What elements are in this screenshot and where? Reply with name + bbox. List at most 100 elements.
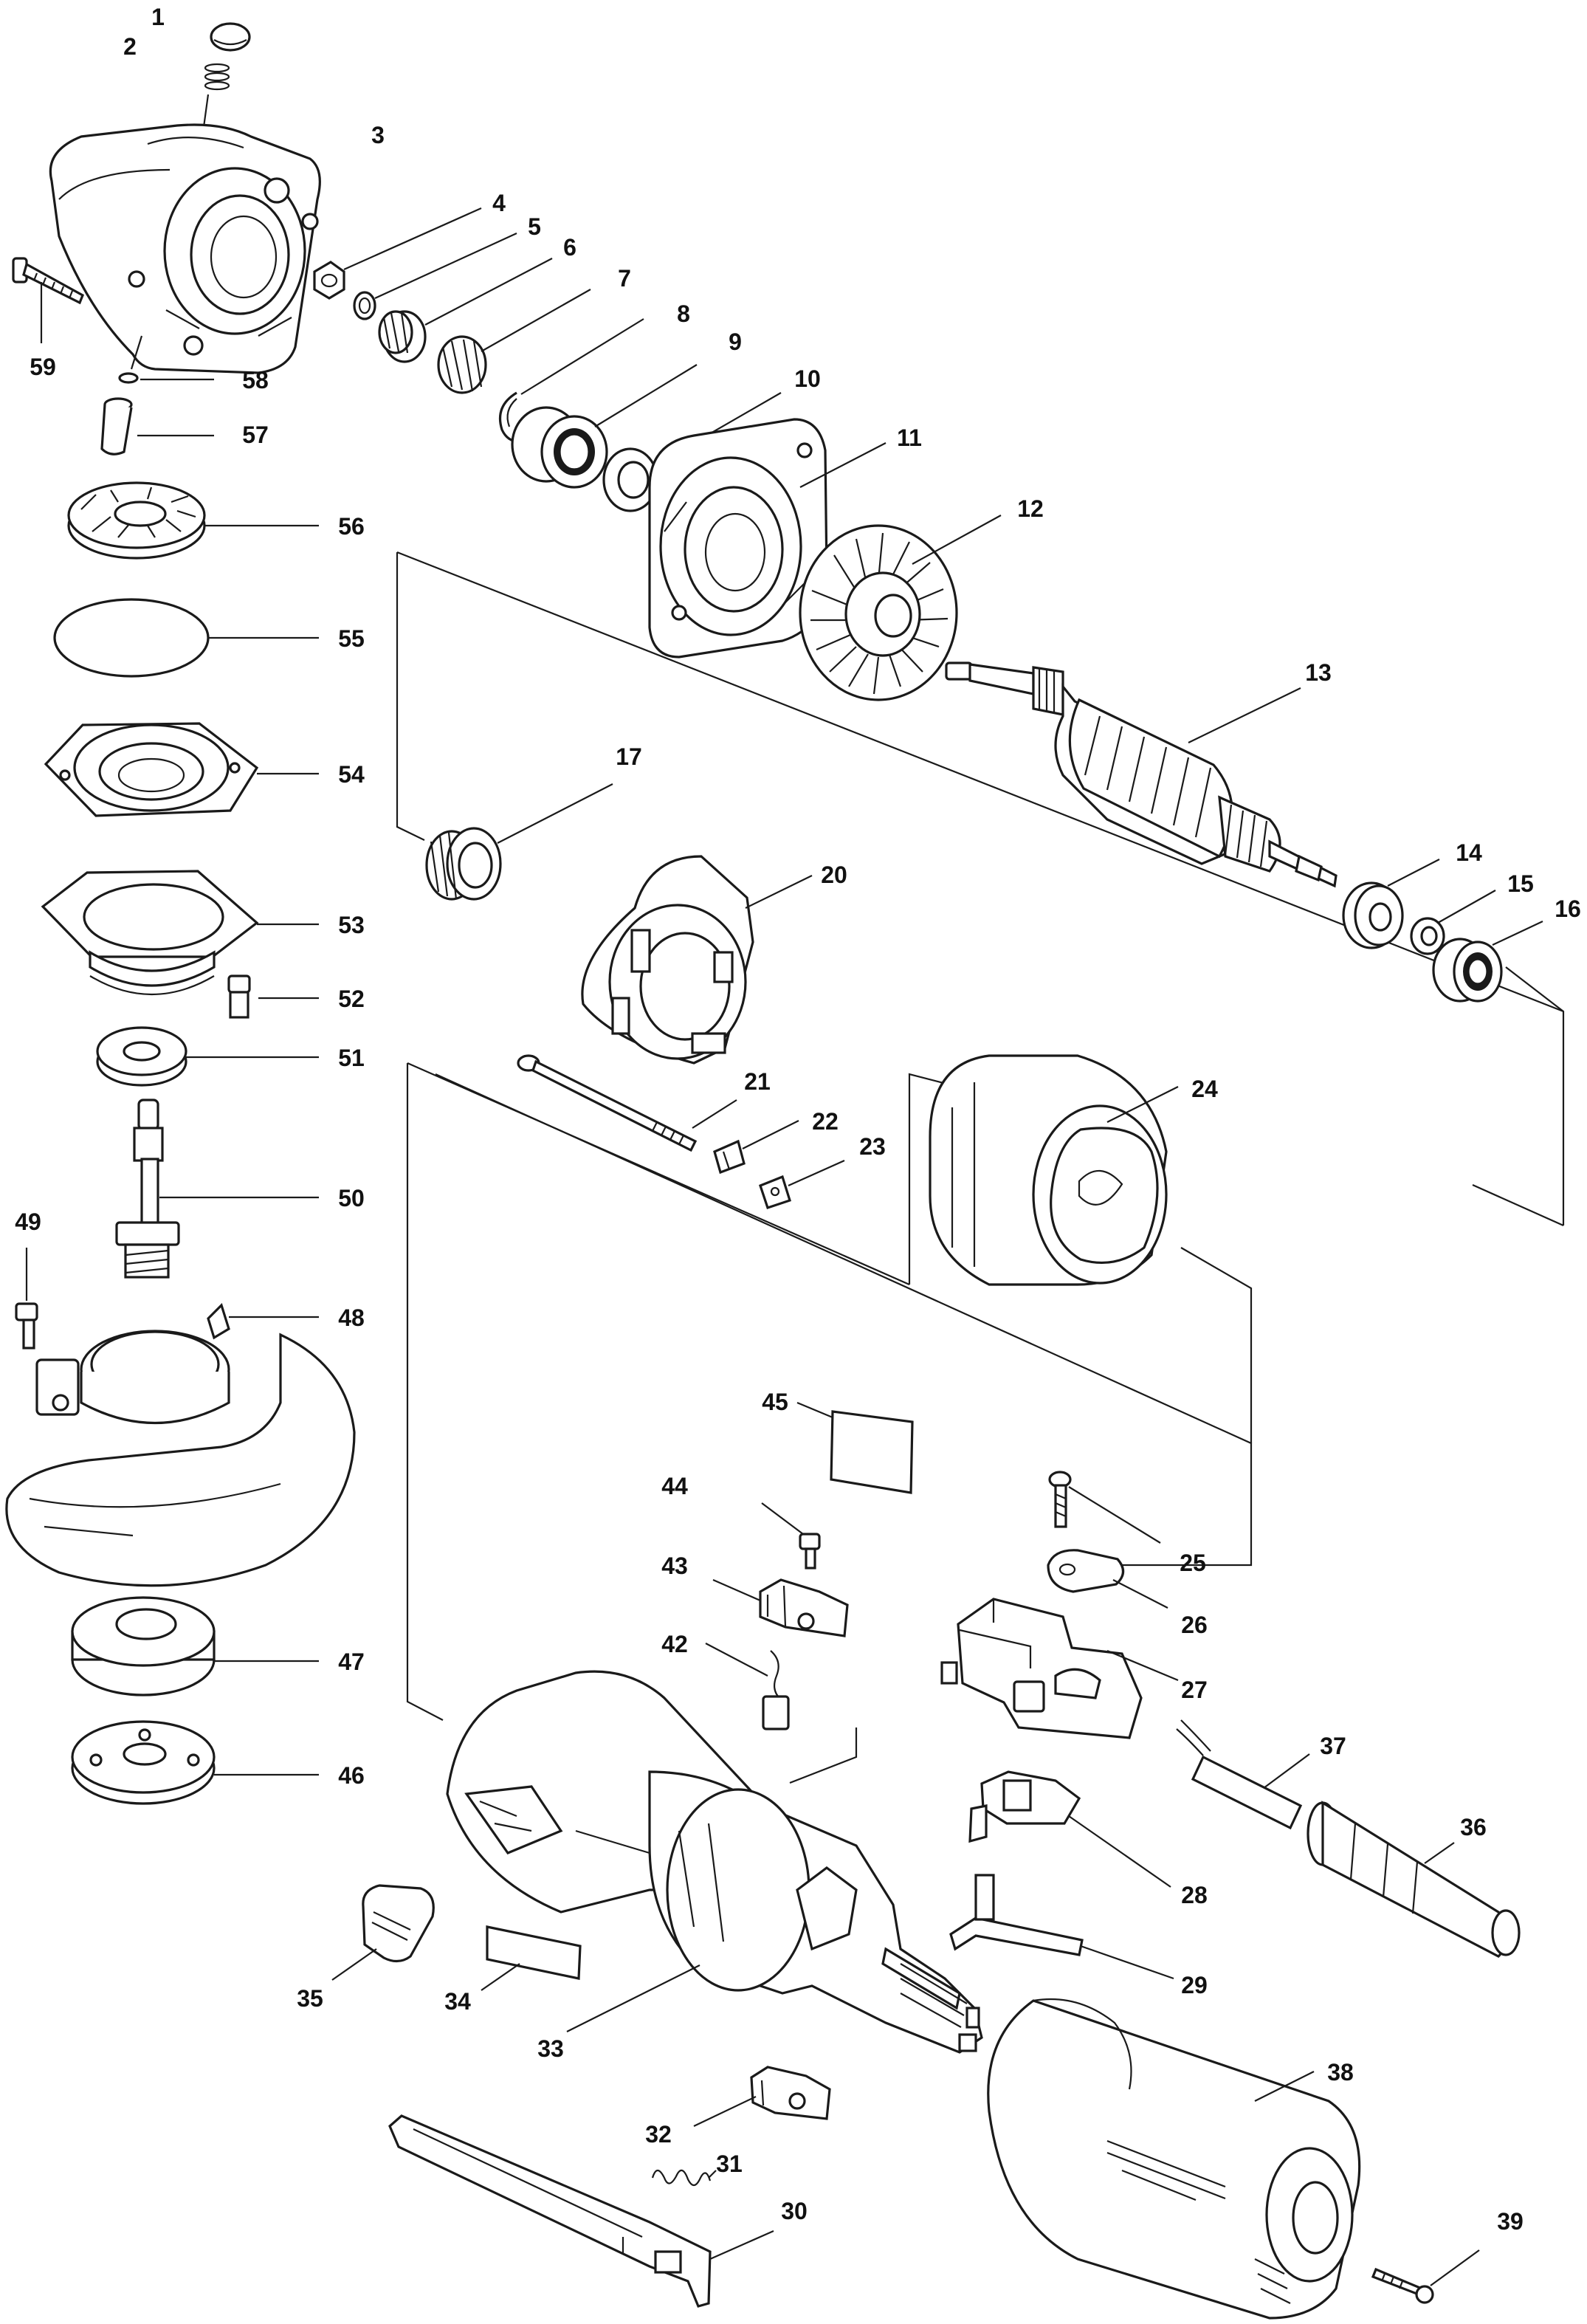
label-37: 37 [1320, 1733, 1346, 1759]
label-29: 29 [1181, 1972, 1208, 1998]
part-27-suppressor [940, 1598, 1179, 1739]
part-34-label [481, 1925, 582, 1991]
label-33: 33 [537, 2035, 564, 2062]
part-2-spring [202, 63, 230, 128]
label-17: 17 [616, 743, 642, 770]
part-57-lock-pin [100, 397, 214, 455]
label-16: 16 [1555, 895, 1581, 922]
label-4: 4 [492, 190, 506, 216]
part-51-bearing [96, 1026, 319, 1087]
label-52: 52 [338, 986, 365, 1012]
label-3: 3 [371, 122, 385, 148]
label-46: 46 [338, 1762, 365, 1789]
part-13-armature [945, 661, 1338, 888]
part-17-ring [425, 783, 613, 901]
part-32-brush-holder [693, 2066, 831, 2127]
label-27: 27 [1181, 1677, 1208, 1703]
label-1: 1 [151, 4, 165, 30]
label-47: 47 [338, 1649, 365, 1675]
part-22-clip [713, 1120, 799, 1175]
label-44: 44 [661, 1473, 688, 1499]
part-31-spring [651, 2169, 717, 2187]
label-59: 59 [30, 354, 56, 380]
label-34: 34 [444, 1988, 471, 2015]
part-1-cap [210, 22, 251, 52]
part-4-nut [313, 207, 482, 300]
part-52-screw [227, 974, 319, 1019]
label-5: 5 [528, 213, 541, 240]
label-48: 48 [338, 1304, 365, 1331]
part-12-fan [799, 515, 1002, 701]
label-14: 14 [1456, 839, 1482, 866]
part-44-screw [761, 1502, 821, 1570]
part-38-rear-cover [987, 1998, 1361, 2320]
part-14-ball-bearing [1342, 859, 1440, 949]
part-59-bolt [12, 257, 85, 343]
part-25-tapping-screw [1048, 1471, 1161, 1544]
part-39-screw [1371, 2249, 1480, 2304]
label-20: 20 [821, 862, 847, 888]
part-20-baffle-plate [581, 855, 813, 1065]
part-24-field [929, 1054, 1179, 1286]
label-57: 57 [242, 422, 269, 448]
part-45-label [796, 1401, 914, 1494]
part-46-lock-nut [71, 1720, 319, 1805]
part-9-ball-bearing [511, 364, 698, 489]
label-8: 8 [677, 300, 690, 327]
label-13: 13 [1305, 659, 1332, 686]
part-7-gear [437, 289, 591, 394]
part-47-inner-flange [71, 1596, 319, 1696]
part-54-bearing-box [44, 722, 319, 817]
label-26: 26 [1181, 1612, 1208, 1638]
part-36-cord-guard [1307, 1801, 1521, 1958]
label-36: 36 [1460, 1814, 1487, 1840]
label-42: 42 [661, 1631, 688, 1657]
part-42-carbon-brush [705, 1643, 790, 1730]
label-28: 28 [1181, 1882, 1208, 1908]
part-11-bearing-box [648, 418, 887, 659]
assembly-lines [396, 551, 1565, 1784]
label-56: 56 [338, 513, 365, 540]
part-50-spindle [115, 1099, 319, 1279]
part-29-insulator [949, 1874, 1174, 1980]
part-49-screw [15, 1248, 38, 1350]
part-28-switch [968, 1770, 1171, 1888]
label-25: 25 [1180, 1550, 1206, 1576]
part-53-bearing-plate [41, 870, 319, 996]
label-22: 22 [812, 1108, 839, 1135]
label-43: 43 [661, 1553, 688, 1579]
label-55: 55 [338, 625, 365, 652]
label-30: 30 [781, 2198, 808, 2224]
label-58: 58 [242, 367, 269, 393]
label-39: 39 [1497, 2208, 1524, 2235]
label-23: 23 [859, 1133, 886, 1160]
label-54: 54 [338, 761, 365, 788]
part-15-washer [1410, 890, 1496, 955]
label-45: 45 [762, 1389, 788, 1415]
part-55-o-ring [53, 598, 319, 678]
part-5-washer [353, 233, 517, 320]
part-26-strain-relief [1047, 1549, 1168, 1609]
label-12: 12 [1017, 495, 1044, 522]
label-9: 9 [729, 329, 742, 355]
label-49: 49 [15, 1209, 41, 1235]
label-32: 32 [645, 2121, 672, 2148]
label-7: 7 [618, 265, 631, 292]
part-16-ball-bearing [1432, 921, 1543, 1003]
label-2: 2 [123, 33, 137, 60]
part-23-clip [759, 1159, 845, 1210]
part-56-bevel-gear [67, 481, 319, 560]
label-24: 24 [1191, 1076, 1218, 1102]
part-58-o-ring [118, 335, 214, 384]
part-6-spiral-bevel-gear [378, 258, 553, 363]
label-21: 21 [744, 1068, 771, 1095]
part-33-motor-housing [446, 1670, 983, 2054]
label-6: 6 [563, 234, 576, 261]
part-48-wheel-guard [5, 1302, 356, 1587]
label-35: 35 [297, 1985, 323, 2012]
label-50: 50 [338, 1185, 365, 1211]
part-21-screw [517, 1054, 737, 1152]
label-53: 53 [338, 912, 365, 938]
part-35-button [331, 1884, 435, 1981]
